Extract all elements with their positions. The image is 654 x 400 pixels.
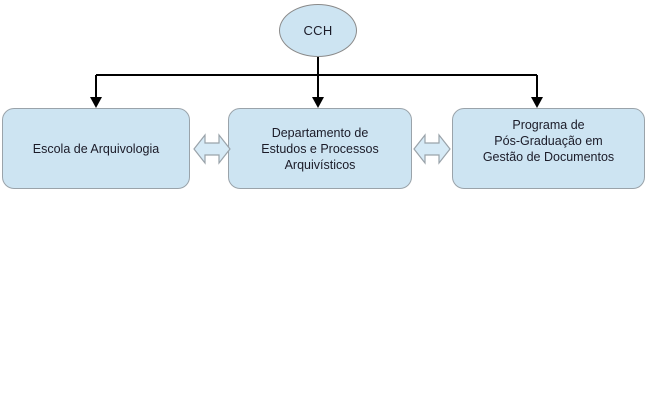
arrowheads — [90, 97, 543, 108]
unit-box-label: Departamento de Estudos e Processos Arqu… — [261, 125, 379, 172]
unit-box-escola-de-arquivologia[interactable]: Escola de Arquivologia — [2, 108, 190, 189]
root-node-label: CCH — [303, 23, 333, 38]
unit-box-programa-de-pos-graduacao-em-gestao-de-documentos[interactable]: Programa de Pós-Graduação em Gestão de D… — [452, 108, 645, 189]
double-arrow-icon-departamento-programa — [413, 133, 451, 165]
unit-box-departamento-de-estudos-e-processos-arquivisticos[interactable]: Departamento de Estudos e Processos Arqu… — [228, 108, 412, 189]
arrowhead-departamento — [312, 97, 324, 108]
arrowhead-programa — [531, 97, 543, 108]
root-node-cch[interactable]: CCH — [279, 4, 357, 57]
double-arrow-icon-escola-departamento — [193, 133, 231, 165]
unit-box-label: Escola de Arquivologia — [32, 141, 160, 156]
unit-box-label: Programa de Pós-Graduação em Gestão de D… — [482, 118, 615, 164]
arrowhead-escola — [90, 97, 102, 108]
